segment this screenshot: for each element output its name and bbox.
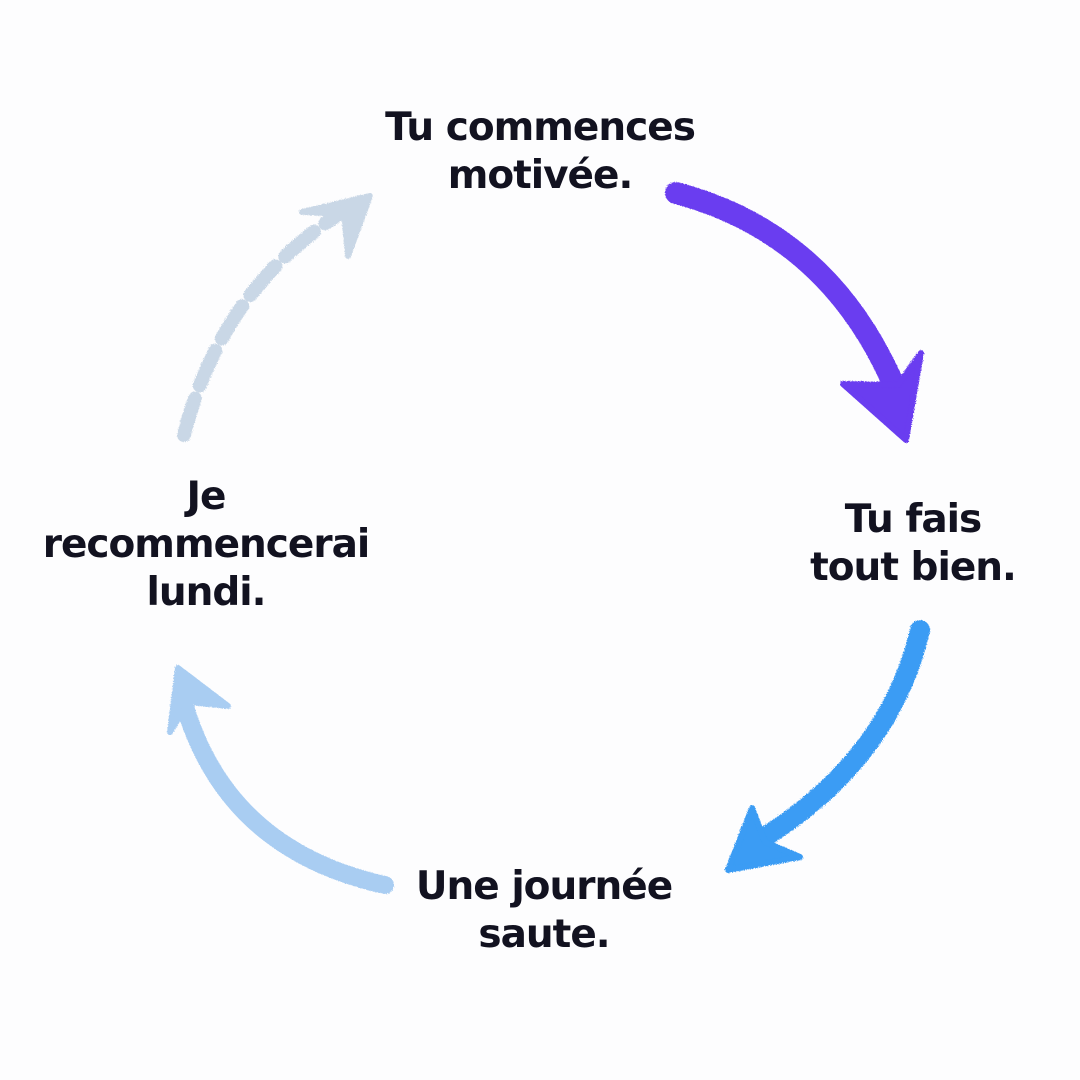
step-label-line: motivée. xyxy=(447,153,634,198)
step-label-line: Tu fais xyxy=(844,497,983,542)
step-label-line: recommencerai xyxy=(42,522,371,567)
step-label-line: tout bien. xyxy=(810,545,1017,590)
step-label-line: Une journée xyxy=(415,864,673,909)
arrow-doing-well-to-day-skipped xyxy=(725,620,930,873)
arrow-day-skipped-to-monday xyxy=(167,665,394,894)
step-label-monday: Je recommencerai lundi. xyxy=(42,473,371,617)
step-label-motivated: Tu commences motivée. xyxy=(385,104,696,200)
step-label-line: saute. xyxy=(478,912,610,957)
arrow-monday-to-motivated xyxy=(177,193,373,442)
arrow-motivated-to-doing-well xyxy=(665,182,924,443)
step-label-doing-well: Tu fais tout bien. xyxy=(810,496,1017,592)
step-label-line: lundi. xyxy=(146,570,266,615)
step-label-line: Tu commences xyxy=(385,105,696,150)
step-label-line: Je xyxy=(186,474,227,519)
step-label-day-skipped: Une journée saute. xyxy=(415,863,673,959)
